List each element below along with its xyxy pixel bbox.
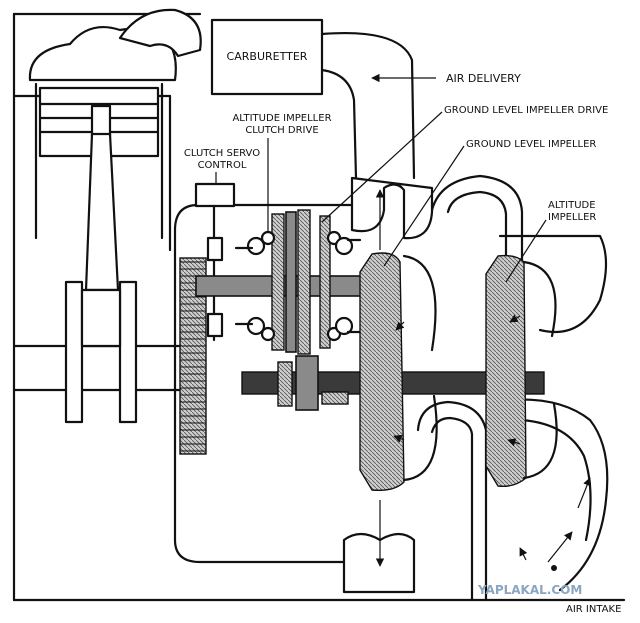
carburetter-label: CARBURETTER (227, 50, 308, 63)
carburetter: CARBURETTER (210, 18, 324, 96)
ground-level-impeller-label: GROUND LEVEL IMPELLER (466, 139, 596, 150)
ground-level-impeller (359, 252, 405, 492)
clutch-servo-label-1: CLUTCH SERVO (184, 148, 260, 159)
upper-outlet (350, 176, 434, 240)
inlet-pipe (118, 8, 202, 58)
supercharger-casing (173, 174, 626, 602)
altitude-impeller-clutch-drive-label-1: ALTITUDE IMPELLER (232, 113, 331, 124)
air-intake-arrow (547, 531, 573, 563)
altitude-impeller-label-1: ALTITUDE (548, 200, 596, 211)
air-delivery-label: AIR DELIVERY (446, 72, 521, 85)
altitude-impeller-label-2: IMPELLER (548, 212, 596, 223)
air-delivery-duct (320, 31, 416, 180)
watermark: YAPLAKAL.COM (477, 583, 582, 597)
clutch-servo: CLUTCH SERVO CONTROL (184, 148, 260, 342)
clutch-assembly (206, 209, 362, 411)
engine-cylinder (12, 8, 302, 602)
lower-outlet (342, 532, 416, 594)
air-intake-label: AIR INTAKE (566, 604, 621, 615)
altitude-impeller (485, 254, 527, 488)
ground-level-impeller-drive-label: GROUND LEVEL IMPELLER DRIVE (444, 105, 608, 116)
clutch-servo-label-2: CONTROL (198, 160, 247, 171)
connecting-rod (84, 132, 120, 292)
crankshaft (12, 344, 184, 392)
altitude-impeller-clutch-drive-label-2: CLUTCH DRIVE (245, 125, 318, 136)
